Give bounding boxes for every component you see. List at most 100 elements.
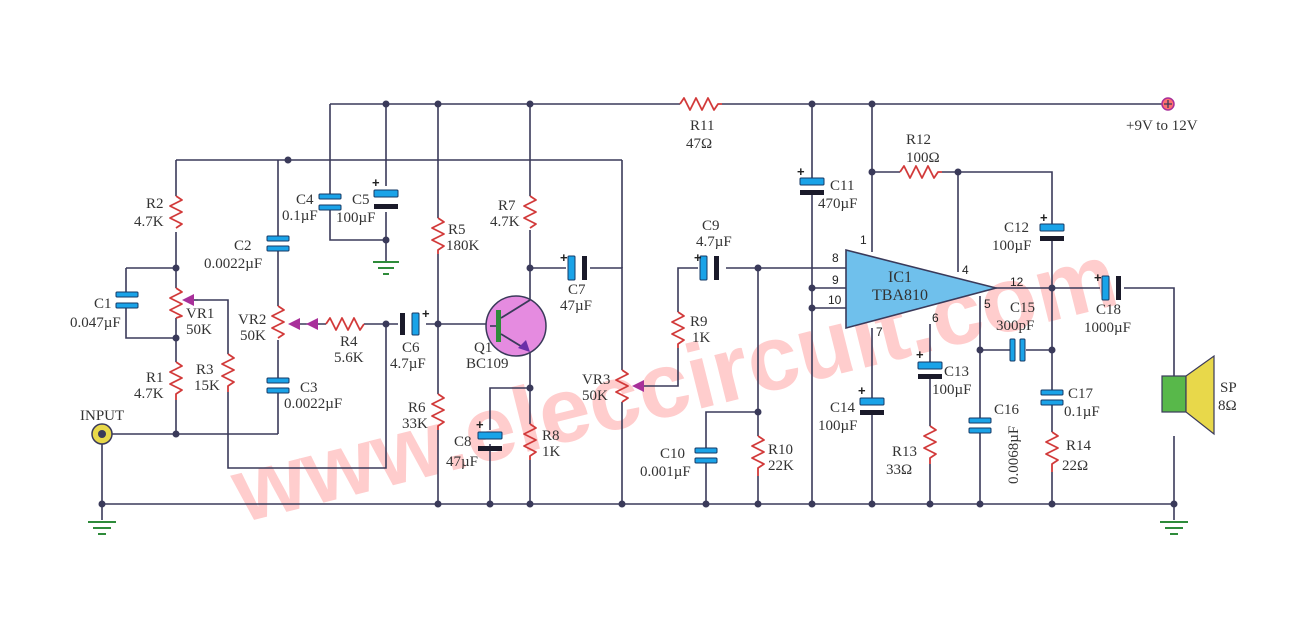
wires (101, 103, 1175, 505)
ic-name-label: IC1 (888, 269, 912, 286)
components-c7-value-label: 47µF (560, 298, 592, 314)
capacitor-c8: + (476, 417, 503, 451)
potentiometer-vr2 (271, 305, 318, 339)
capacitor-c17 (1040, 389, 1064, 406)
resistor-r10 (751, 435, 765, 476)
components-c6-name-label: C6 (402, 340, 420, 356)
resistor-r5 (431, 217, 445, 254)
capacitor-c13: + (916, 347, 943, 379)
speaker-icon (1161, 354, 1215, 436)
components-c9-value-label: 4.7µF (696, 234, 732, 250)
transistor-name-label: Q1 (474, 340, 492, 356)
capacitor-c5: + (372, 175, 399, 209)
ic-pins-3-label: 1 (860, 233, 867, 247)
components-c8-name-label: C8 (454, 434, 472, 450)
ic-pins-8-label: 7 (876, 325, 883, 339)
components-r9-name-label: R9 (690, 314, 708, 330)
capacitor-c16 (968, 417, 992, 434)
components-c1-name-label: C1 (94, 296, 112, 312)
resistor-r8 (523, 423, 537, 460)
components-c4-value-label: 0.1µF (282, 208, 318, 224)
ground-symbol-c5 (373, 261, 399, 275)
components-r11-value-label: 47Ω (686, 136, 712, 152)
input-label: INPUT (80, 408, 124, 424)
capacitor-c15 (1009, 338, 1026, 362)
resistor-r1 (169, 361, 183, 400)
capacitor-c12: + (1039, 210, 1065, 241)
components-c9-name-label: C9 (702, 218, 720, 234)
components-c11-value-label: 470µF (818, 196, 858, 212)
potentiometer-vr3 (615, 369, 644, 403)
components-c5-name-label: C5 (352, 192, 370, 208)
resistor-r12 (899, 165, 942, 179)
components-vr3-value-label: 50K (582, 388, 608, 404)
ic-pins-7-label: 6 (932, 311, 939, 325)
speaker-name-label: SP (1220, 380, 1237, 396)
ic-pins-0-label: 8 (832, 251, 839, 265)
capacitor-c10 (694, 447, 718, 464)
capacitor-c3 (266, 377, 290, 394)
components-vr2-value-label: 50K (240, 328, 266, 344)
components-c6-value-label: 4.7µF (390, 356, 426, 372)
components-c17-value-label: 0.1µF (1064, 404, 1100, 420)
components-r5-name-label: R5 (448, 222, 466, 238)
speaker-value-label: 8Ω (1218, 398, 1237, 414)
watermark: www.eleccircuit.com (221, 224, 1126, 543)
components-r5-value-label: 180K (446, 238, 480, 254)
components-c14-name-label: C14 (830, 400, 856, 416)
components-c12-value-label: 100µF (992, 238, 1032, 254)
components-vr2-name-label: VR2 (238, 312, 266, 328)
svg-text:+: + (858, 383, 866, 398)
components-c16-name-label: C16 (994, 402, 1020, 418)
ic-pins-6-label: 5 (984, 297, 991, 311)
components-c1-value-label: 0.047µF (70, 315, 121, 331)
components-c18-name-label: C18 (1096, 302, 1121, 318)
capacitor-c11: + (797, 164, 825, 195)
capacitor-c9: + (694, 250, 719, 281)
components-c3-value-label: 0.0022µF (284, 396, 342, 412)
components-c12-name-label: C12 (1004, 220, 1029, 236)
resistor-r14 (1045, 431, 1059, 472)
components-r2-value-label: 4.7K (134, 214, 164, 230)
resistor-r6 (431, 393, 445, 430)
input-jack[interactable] (91, 423, 113, 445)
resistor-r2 (169, 195, 183, 229)
components-vr1-name-label: VR1 (186, 306, 214, 322)
svg-text:+: + (1094, 270, 1102, 285)
capacitor-c6: + (400, 306, 430, 336)
svg-text:+: + (1040, 210, 1048, 225)
supply-terminal (1161, 97, 1175, 111)
resistor-r13 (923, 425, 937, 464)
resistor-r7 (523, 195, 537, 229)
components-r1-value-label: 4.7K (134, 386, 164, 402)
components-c10-value-label: 0.001µF (640, 464, 691, 480)
labels: +9V to 12V INPUT R2 4.7K C1 0.047µF VR1 … (70, 118, 1237, 484)
components-r11-name-label: R11 (690, 118, 714, 134)
ground-symbol-left (88, 504, 116, 535)
components-r14-name-label: R14 (1066, 438, 1092, 454)
components-r6-value-label: 33K (402, 416, 428, 432)
components-r14-value-label: 22Ω (1062, 458, 1088, 474)
components-c16-value-label: 0.0068µF (1006, 426, 1022, 484)
ic-pins-2-label: 10 (828, 293, 842, 307)
components-c13-name-label: C13 (944, 364, 969, 380)
components-r12-value-label: 100Ω (906, 150, 940, 166)
components-c17-name-label: C17 (1068, 386, 1094, 402)
capacitor-c7: + (560, 250, 587, 281)
components-r8-name-label: R8 (542, 428, 560, 444)
transistor-q1 (485, 295, 547, 357)
components-r2-name-label: R2 (146, 196, 164, 212)
components-c15-value-label: 300pF (996, 318, 1034, 334)
capacitor-c14: + (858, 383, 885, 415)
components-r7-name-label: R7 (498, 198, 516, 214)
components-vr1-value-label: 50K (186, 322, 212, 338)
svg-text:+: + (797, 164, 805, 179)
capacitor-c1 (115, 291, 139, 309)
ic-pins-1-label: 9 (832, 273, 839, 287)
components-r4-name-label: R4 (340, 334, 358, 350)
components-r6-name-label: R6 (408, 400, 426, 416)
components-r7-value-label: 4.7K (490, 214, 520, 230)
resistor-r11 (679, 97, 722, 111)
components-c3-name-label: C3 (300, 380, 318, 396)
resistor-r3 (221, 353, 235, 392)
